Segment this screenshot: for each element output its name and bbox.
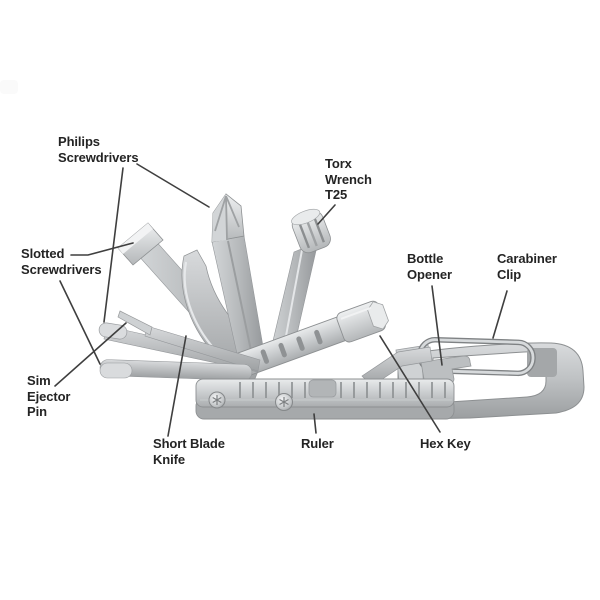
label-torx-wrench-t25: Torx Wrench T25 [325,156,372,202]
ruler-notch [308,379,337,398]
body-screw [275,393,293,411]
label-sim-ejector-pin: Sim Ejector Pin [27,373,71,419]
label-ruler: Ruler [301,436,334,451]
label-short-blade-knife: Short Blade Knife [153,436,225,467]
hex-key-bit [336,300,389,343]
label-hex-key: Hex Key [420,436,471,451]
body-screw [208,391,226,409]
photo-artifact [0,80,18,94]
label-carabiner-clip: Carabiner Clip [497,251,557,282]
ruler-arm-slots [242,329,323,371]
label-slotted-screwdrivers: Slotted Screwdrivers [21,246,102,277]
tool-body [195,378,455,420]
label-philips-screwdrivers: Philips Screwdrivers [58,134,139,165]
philips-bit-large [211,193,266,377]
label-bottle-opener: Bottle Opener [407,251,452,282]
